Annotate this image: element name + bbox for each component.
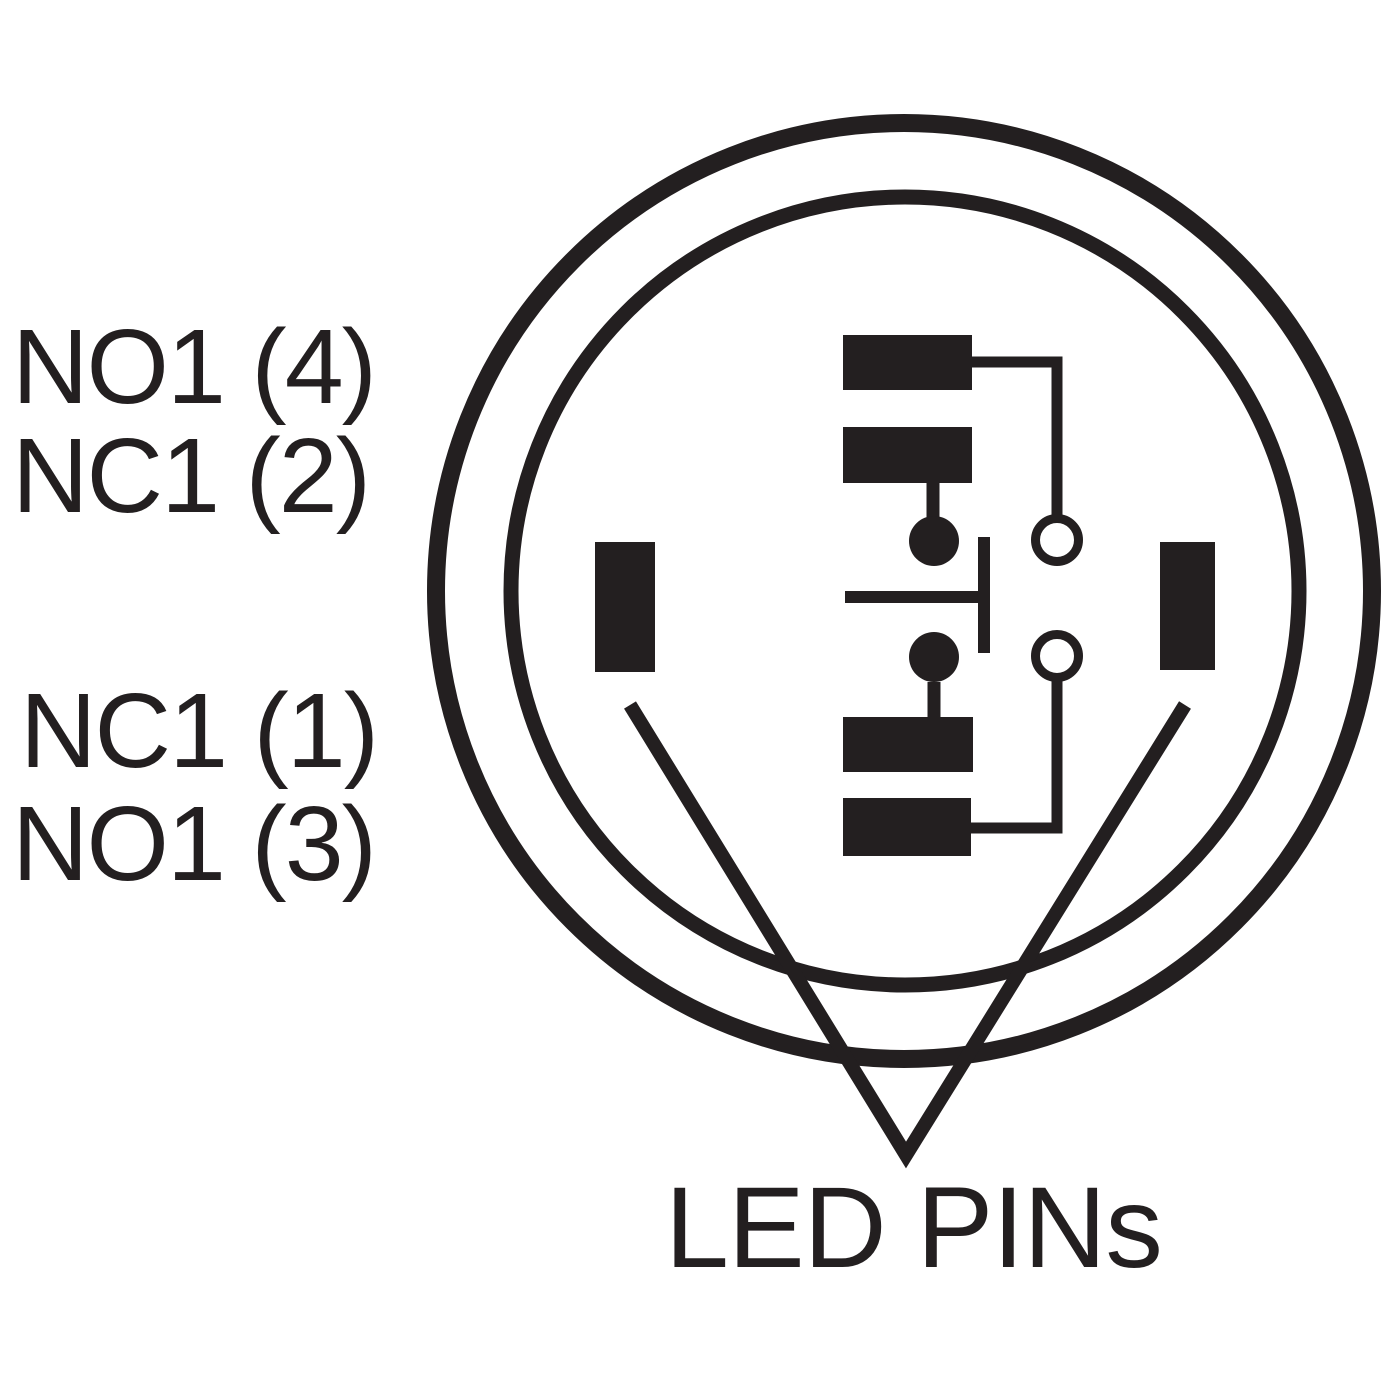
pin-label-nc1-1: NC1 (1) (20, 672, 379, 790)
side-lug-left-icon (595, 542, 655, 672)
led-pins-pointer-icon (624, 701, 1191, 1169)
led-pins-caption: LED PINs (665, 1164, 1163, 1292)
terminal-pad-nc1-2-icon (843, 427, 972, 483)
terminal-pad-no1-4-icon (843, 335, 972, 390)
outer-housing-circle-icon (427, 114, 1381, 1068)
terminal-pad-nc1-1-icon (843, 717, 973, 772)
pin-label-nc1-2: NC1 (2) (12, 417, 371, 535)
contact-dot-lower-icon (909, 632, 959, 682)
pin-label-no1-3: NO1 (3) (12, 785, 377, 903)
terminal-pad-no1-3-icon (843, 798, 971, 856)
wire-top-terminal-to-led-pin-icon (972, 356, 1063, 520)
contact-dot-upper-icon (909, 516, 959, 566)
side-lug-right-icon (1160, 542, 1215, 670)
pin-label-no1-4: NO1 (4) (12, 308, 377, 426)
wire-bottom-terminal-to-led-pin-icon (970, 676, 1063, 834)
inner-body-circle-icon (503, 189, 1307, 993)
led-pin-lower-icon (1031, 630, 1083, 682)
led-pin-upper-icon (1031, 514, 1083, 566)
